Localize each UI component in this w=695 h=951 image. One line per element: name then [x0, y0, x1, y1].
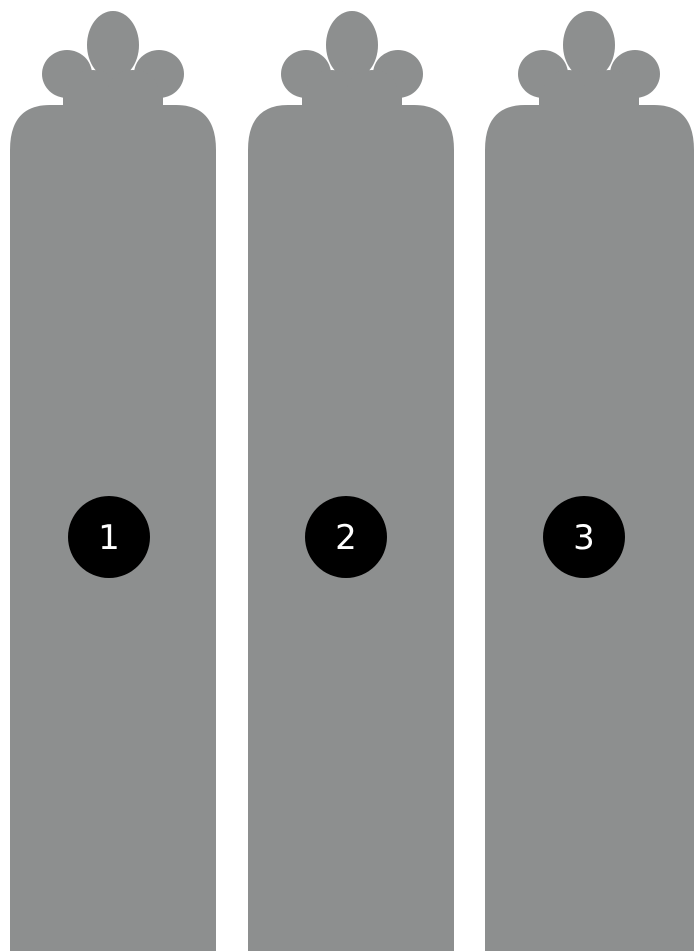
panel-3: 3 — [485, 11, 694, 951]
crown-petal — [563, 11, 615, 79]
panel-2: 2 — [248, 11, 454, 951]
number-badge-label: 1 — [98, 518, 120, 558]
crown-petal — [87, 11, 139, 79]
panel-1: 1 — [10, 11, 216, 951]
number-badge-label: 2 — [335, 518, 357, 558]
crown-petal — [326, 11, 378, 79]
number-badge-label: 3 — [573, 518, 595, 558]
